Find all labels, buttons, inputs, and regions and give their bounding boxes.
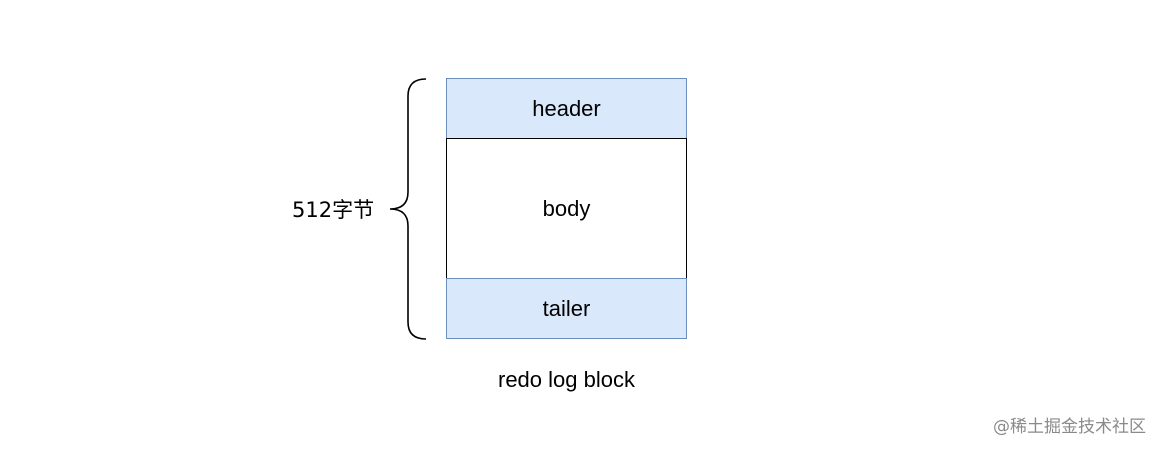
header-segment: header [446, 78, 687, 139]
watermark: @稀土掘金技术社区 [993, 417, 1146, 437]
size-label: 512字节 [292, 198, 375, 222]
body-label: body [542, 195, 591, 221]
tailer-segment: tailer [446, 278, 687, 339]
header-label: header [532, 95, 601, 121]
diagram-caption: redo log block [498, 367, 635, 392]
tailer-label: tailer [542, 295, 591, 321]
curly-brace-icon [389, 78, 427, 340]
body-segment: body [446, 138, 687, 279]
